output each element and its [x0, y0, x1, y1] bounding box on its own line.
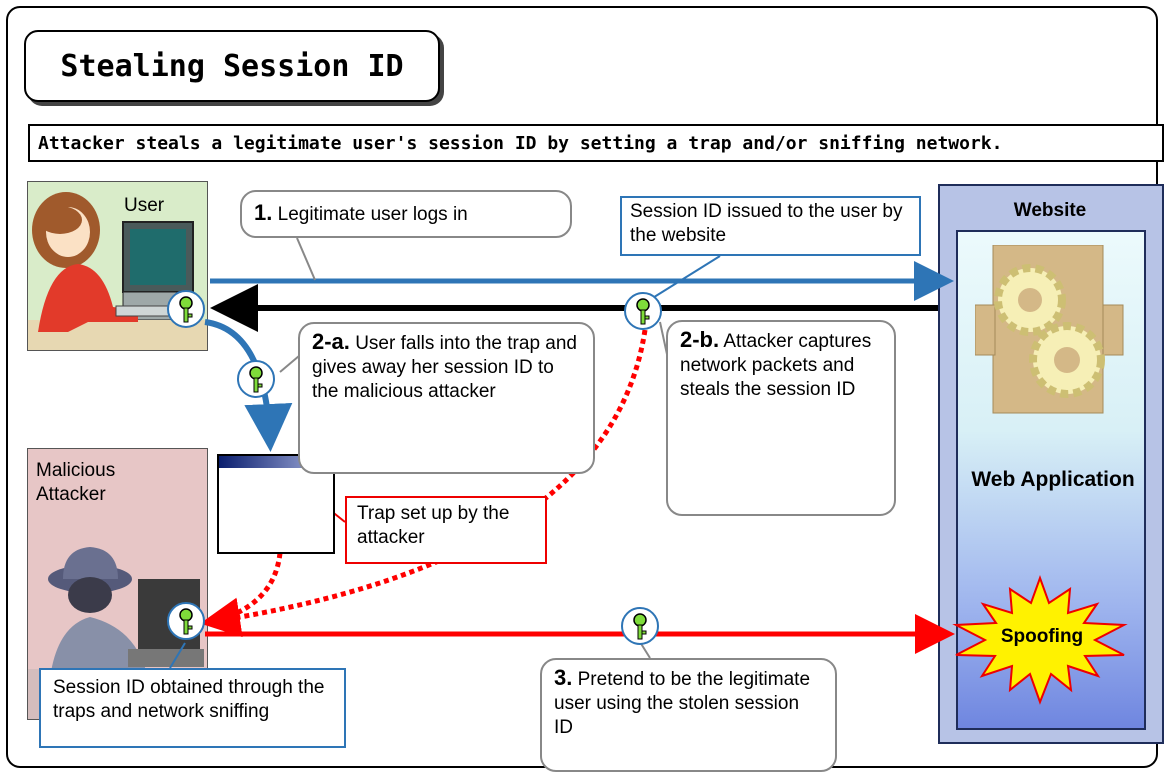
step2b-number: 2-b.: [680, 327, 720, 352]
gears-icon: [975, 245, 1124, 414]
step1-number: 1.: [254, 200, 273, 225]
callout-pointer-step1: [296, 237, 316, 281]
callout-step3: 3. Pretend to be the legitimate user usi…: [540, 658, 837, 772]
website-label: Website: [1013, 200, 1087, 221]
key-icon: [167, 602, 205, 640]
key-icon: [167, 290, 205, 328]
trap-flow-arrow: [204, 319, 293, 452]
step2b-text: Attacker captures network packets and st…: [680, 331, 872, 400]
callout-trap: Trap set up by the attacker: [345, 496, 547, 564]
callout-session-issued: Session ID issued to the user by the web…: [620, 196, 921, 256]
callout-pointer-issued: [650, 255, 721, 300]
callout-pointer-obtained: [169, 642, 186, 669]
key-icon: [624, 292, 662, 330]
callout-step2a: 2-a. User falls into the trap and gives …: [298, 322, 595, 474]
step2a-number: 2-a.: [312, 329, 350, 354]
callout-step2b: 2-b. Attacker captures network packets a…: [666, 320, 896, 516]
step2a-text: User falls into the trap and gives away …: [312, 333, 577, 402]
callout-step1: 1. Legitimate user logs in: [240, 190, 572, 238]
step3-number: 3.: [554, 665, 573, 690]
key-icon: [237, 360, 275, 398]
step1-text: Legitimate user logs in: [272, 204, 468, 225]
spoofing-burst: [952, 575, 1128, 705]
attacker-label: Malicious Attacker: [36, 460, 116, 505]
user-label: User: [124, 195, 165, 216]
callout-session-obtained: Session ID obtained through the traps an…: [39, 668, 346, 748]
web-application-label: Web Application: [971, 468, 1135, 491]
diagram-title: Stealing Session ID: [24, 30, 440, 102]
trap-to-attacker-path: [224, 552, 283, 621]
spoofing-label: Spoofing: [1000, 626, 1084, 647]
diagram-subtitle: Attacker steals a legitimate user's sess…: [28, 124, 1164, 162]
step3-text: Pretend to be the legitimate user using …: [554, 669, 811, 738]
key-icon: [621, 607, 659, 645]
sniff-path: [200, 329, 648, 638]
